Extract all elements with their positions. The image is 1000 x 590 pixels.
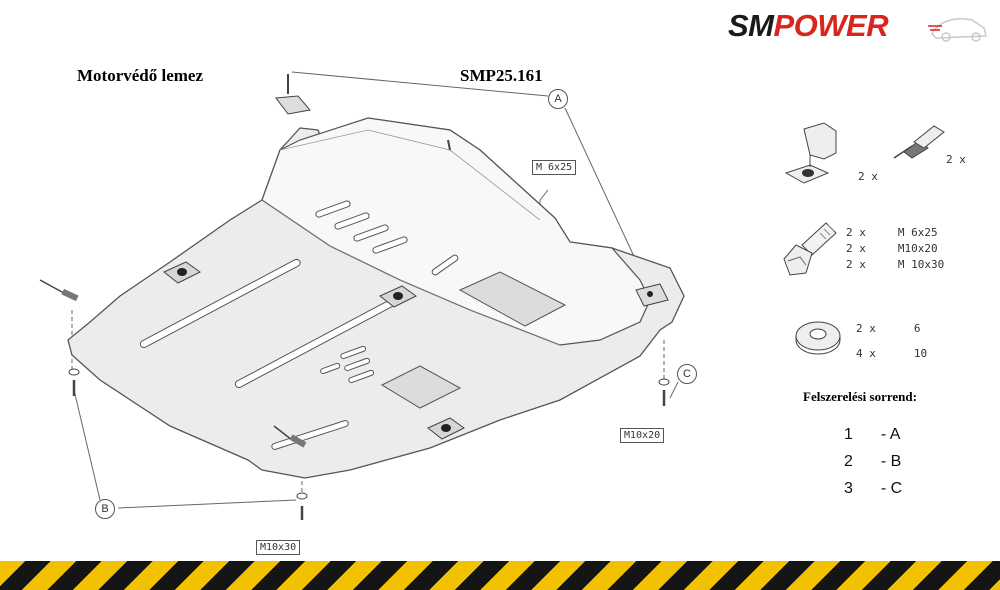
leader-line-m6: [539, 189, 549, 201]
sequence-step: 1 - A: [844, 426, 902, 453]
logo-text-power: POWER: [773, 8, 889, 43]
bolt-qty: 2 x: [846, 242, 866, 255]
clip-qty: 2 x: [946, 153, 966, 166]
clip-nut-icon: [893, 125, 945, 159]
bolt-qty: 2 x: [846, 226, 866, 239]
sequence-step-letter: - A: [880, 426, 901, 443]
bolt-spec-row: 2 x M 6x25: [846, 226, 944, 242]
callout-b: B: [95, 499, 115, 519]
bolt-label-m10x30: M10x30: [256, 540, 301, 555]
washer-size: 6: [913, 322, 921, 335]
sequence-step-number: 1: [844, 426, 853, 443]
part-number: SMP25.161: [460, 66, 543, 85]
leader-line-c: [669, 381, 679, 399]
bracket-qty: 2 x: [858, 170, 878, 183]
washer-spec-row: 2 x 6: [856, 322, 927, 347]
leader-line-a-left: [291, 71, 549, 97]
washer-spec-list: 2 x 6 4 x 10: [856, 322, 927, 372]
bolt-spec-row: 2 x M10x20: [846, 242, 944, 258]
washer-qty: 4 x: [856, 347, 876, 360]
bolt-size: M 6x25: [897, 226, 938, 239]
sequence-title: Felszerelési sorrend:: [803, 389, 917, 404]
bolt-size: M10x20: [897, 242, 938, 255]
callout-a: A: [548, 89, 568, 109]
sequence-step: 2 - B: [844, 453, 902, 480]
leader-line-b-left: [73, 389, 101, 501]
washer-size: 10: [913, 347, 928, 360]
top-bracket: [275, 95, 311, 115]
sequence-list: 1 - A 2 - B 3 - C: [844, 426, 902, 507]
washer-qty: 2 x: [856, 322, 876, 335]
logo-text-sm: SM: [728, 8, 774, 43]
bolt-qty: 2 x: [846, 258, 866, 271]
car-outline-icon: [928, 18, 987, 42]
access-panel-lower: [380, 365, 462, 409]
sequence-step-number: 3: [844, 480, 853, 497]
sequence-step-letter: - C: [880, 480, 903, 497]
bracket-icon: [784, 122, 837, 184]
bolt-size: M 10x30: [897, 258, 945, 271]
sequence-step: 3 - C: [844, 480, 902, 507]
leader-line-a-right: [564, 107, 646, 281]
bolt-icon: [783, 222, 837, 276]
bolt-label-m10x20: M10x20: [620, 428, 665, 443]
access-panel-upper: [458, 271, 567, 327]
sequence-step-number: 2: [844, 453, 853, 470]
bolt-spec-row: 2 x M 10x30: [846, 258, 944, 274]
page-title: Motorvédő lemez: [77, 66, 204, 85]
skid-plate-drawing: [39, 71, 685, 520]
bolt-label-m6x25: M 6x25: [532, 160, 577, 175]
bolt-spec-list: 2 x M 6x25 2 x M10x20 2 x M 10x30: [846, 226, 944, 274]
leader-line-b-right: [117, 499, 297, 509]
washer-icon: [795, 321, 841, 355]
washer-spec-row: 4 x 10: [856, 347, 927, 372]
hazard-stripe-footer: [0, 561, 1000, 590]
smpower-logo: SMPOWER: [728, 6, 990, 46]
callout-c: C: [677, 364, 697, 384]
sequence-step-letter: - B: [880, 453, 902, 470]
